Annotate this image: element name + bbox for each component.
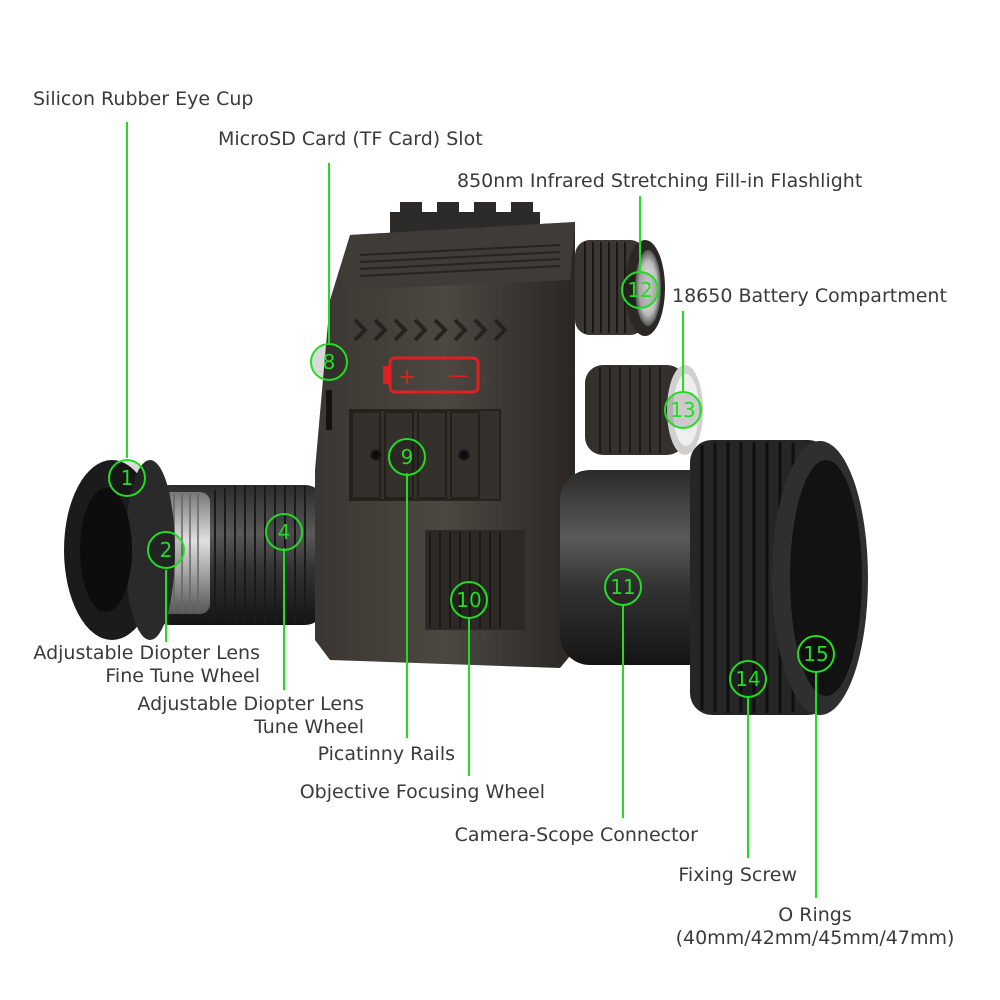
battery-minus: —	[448, 363, 468, 387]
o-ring-adapter	[690, 440, 868, 715]
callout-badge-9: 9	[388, 438, 426, 476]
callout-badge-2: 2	[147, 531, 185, 569]
svg-text:9: 9	[401, 445, 414, 469]
label-ir-flashlight: 850nm Infrared Stretching Fill-in Flashl…	[457, 170, 863, 192]
ir-flashlight	[575, 240, 665, 336]
label-microsd-slot: MicroSD Card (TF Card) Slot	[218, 128, 483, 150]
callout-badge-13: 13	[664, 391, 702, 429]
objective-focus-wheel	[425, 530, 525, 630]
svg-text:10: 10	[456, 588, 481, 612]
callout-badge-15: 15	[797, 635, 835, 673]
callout-badge-12: 12	[621, 271, 659, 309]
svg-text:4: 4	[278, 520, 291, 544]
label-fixing-screw: Fixing Screw	[678, 864, 797, 886]
svg-text:14: 14	[735, 667, 760, 691]
callout-badge-8: 8	[310, 343, 348, 381]
svg-text:8: 8	[323, 350, 336, 374]
svg-text:11: 11	[610, 575, 635, 599]
svg-text:1: 1	[121, 466, 134, 490]
callout-badge-14: 14	[729, 660, 767, 698]
callout-lines	[126, 122, 817, 898]
callout-badge-4: 4	[265, 513, 303, 551]
front-tube	[560, 470, 730, 665]
battery-plus: +	[398, 365, 416, 390]
label-battery-compartment: 18650 Battery Compartment	[672, 285, 947, 307]
callout-badge-1: 1	[108, 459, 146, 497]
svg-text:13: 13	[670, 398, 695, 422]
label-picatinny-rails: Picatinny Rails	[317, 743, 455, 765]
svg-text:2: 2	[160, 538, 173, 562]
label-objective-focus: Objective Focusing Wheel	[299, 781, 545, 803]
label-camera-scope-connector: Camera-Scope Connector	[454, 824, 698, 846]
svg-text:15: 15	[803, 642, 828, 666]
label-o-rings: O Rings(40mm/42mm/45mm/47mm)	[675, 904, 955, 949]
label-eye-cup: Silicon Rubber Eye Cup	[33, 88, 254, 110]
microsd-slot	[326, 390, 332, 430]
callout-badge-11: 11	[604, 568, 642, 606]
battery-indicator: + —	[383, 356, 480, 394]
svg-text:12: 12	[627, 278, 652, 302]
callout-badge-10: 10	[450, 581, 488, 619]
